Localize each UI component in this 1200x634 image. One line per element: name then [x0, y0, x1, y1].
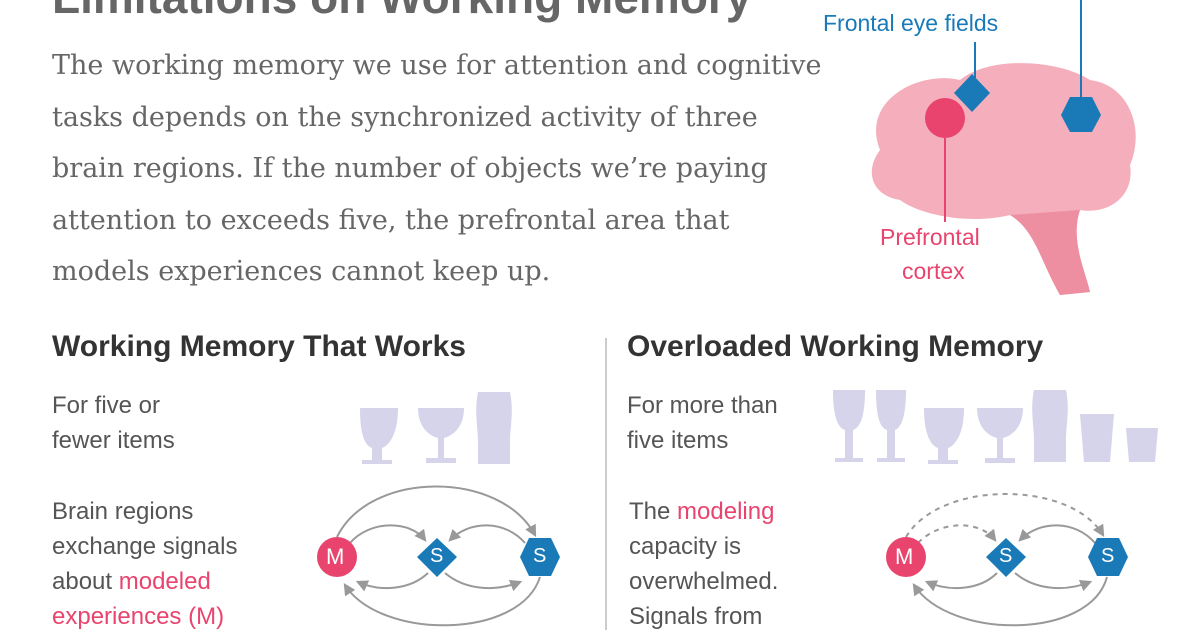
node-s1-left-label: S — [430, 545, 444, 567]
text-line: For five or — [52, 392, 161, 419]
frontal-eye-fields-label: Frontal eye fields — [823, 10, 999, 36]
right-description: The modeling capacity is overwhelmed. Si… — [629, 494, 778, 634]
text-line: fewer items — [52, 427, 175, 454]
left-items-text: For five or fewer items — [52, 388, 175, 458]
text-line: capacity is — [629, 533, 742, 560]
prefrontal-circle-icon — [925, 98, 965, 138]
right-heading: Overloaded Working Memory — [627, 330, 1044, 363]
cortex-label: cortex — [902, 258, 965, 284]
text-line: five items — [627, 427, 729, 454]
left-heading: Working Memory That Works — [52, 330, 466, 363]
text-line: Signals from — [629, 603, 763, 630]
node-m-left-label: M — [326, 544, 345, 569]
text-line: overwhelmed. — [629, 568, 779, 595]
left-description: Brain regions exchange signals about mod… — [52, 494, 237, 634]
divider — [605, 338, 607, 630]
glasses-left — [360, 392, 512, 464]
node-s-diamond-right-icon — [986, 538, 1026, 577]
prefrontal-label: Prefrontal — [880, 224, 980, 250]
intro-paragraph: The working memory we use for attention … — [52, 50, 822, 287]
node-s1-right-label: S — [999, 545, 1013, 567]
text-line: exchange signals — [52, 533, 238, 560]
node-m-left-icon — [317, 537, 357, 577]
text-line: For more than — [627, 392, 778, 419]
node-m-right-label: M — [895, 544, 914, 569]
node-m-right-icon — [886, 537, 926, 577]
node-s-diamond-left-icon — [417, 538, 457, 577]
highlight-text: modeled — [118, 568, 211, 595]
right-items-text: For more than five items — [627, 388, 778, 458]
node-s2-left-label: S — [533, 545, 547, 567]
hexagon-region-icon — [1061, 97, 1101, 132]
glasses-right — [833, 390, 1158, 464]
frontal-eye-field-diamond-icon — [954, 74, 990, 112]
highlight-text: experiences (M) — [52, 603, 225, 630]
text-span: The — [629, 498, 678, 525]
node-s-hexagon-left-icon — [520, 538, 560, 576]
node-s2-right-label: S — [1101, 545, 1115, 567]
node-s-hexagon-right-icon — [1088, 538, 1128, 576]
text-line: Brain regions — [52, 498, 194, 525]
page-title: Limitations on Working Memory — [52, 0, 751, 24]
text-line: about modeled — [52, 564, 237, 599]
highlight-text: modeling — [677, 498, 775, 525]
text-span: about — [52, 568, 119, 595]
text-line: The modeling — [629, 494, 778, 529]
